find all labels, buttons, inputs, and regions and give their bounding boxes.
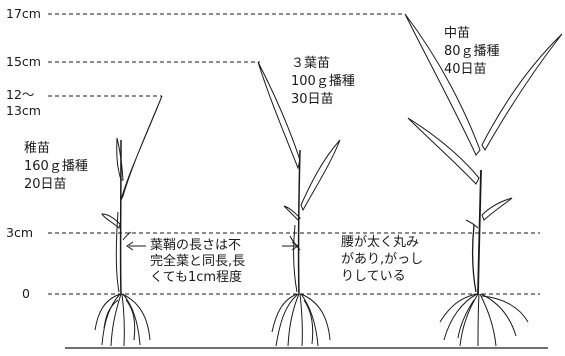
waist-note-line-1: 腰が太く丸み — [341, 235, 420, 250]
sheath-note-line-2: 完全葉と同長,長 — [150, 254, 246, 269]
scale-label-13: 13cm — [6, 103, 41, 118]
seedling-2-name: ３葉苗 — [291, 56, 331, 71]
scale-label-3: 3cm — [6, 225, 34, 240]
scale-label-12: 12～ — [6, 87, 35, 102]
seedling-3-name: 中苗 — [444, 26, 471, 41]
seedling-2-drawing — [257, 61, 341, 347]
seedling-1-name: 稚苗 — [24, 141, 51, 156]
sheath-note-line-1: 葉鞘の長さは不 — [150, 238, 242, 253]
seedling-1-drawing — [94, 95, 163, 347]
seedling-3-seeding-rate: 80ｇ播種 — [444, 44, 500, 59]
seedling-1-age: 20日苗 — [24, 177, 67, 192]
seedling-2-seeding-rate: 100ｇ播種 — [291, 74, 355, 89]
scale-label-15: 15cm — [6, 54, 41, 69]
sheath-note-line-3: くても1cm程度 — [150, 270, 243, 285]
seedling-2-age: 30日苗 — [291, 92, 334, 107]
sheath-arrowhead-left — [126, 241, 134, 251]
waist-note-line-2: があり,がっし — [341, 252, 424, 267]
seedling-1-seeding-rate: 160ｇ播種 — [24, 159, 88, 174]
scale-label-17: 17cm — [6, 6, 41, 21]
scale-label-0: 0 — [22, 286, 30, 301]
seedling-3-drawing — [404, 13, 563, 347]
waist-note-line-3: りしている — [341, 269, 406, 284]
seedling-3-age: 40日苗 — [444, 62, 487, 77]
sheath-arrowhead-right — [291, 241, 299, 251]
